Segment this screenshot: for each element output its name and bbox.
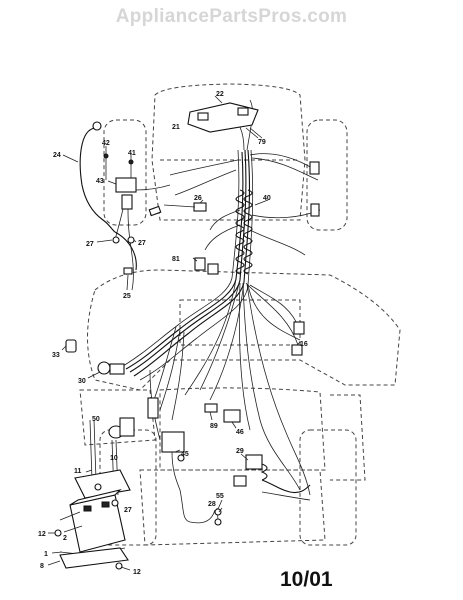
callout-27-right: 27 — [138, 240, 146, 247]
callout-26: 26 — [194, 195, 202, 202]
callout-30: 30 — [78, 378, 86, 385]
dash-assembly-22 — [187, 95, 263, 139]
left-switches — [65, 339, 125, 375]
callout-8: 8 — [40, 563, 44, 570]
callout-21: 21 — [172, 124, 180, 131]
callout-11: 11 — [74, 468, 82, 475]
lower-components — [108, 397, 241, 524]
main-harness — [122, 149, 311, 496]
callout-labels: 22 21 79 24 42 41 43 40 26 27 27 81 25 1… — [38, 91, 308, 576]
callout-46: 46 — [236, 429, 244, 436]
solenoid-assembly — [79, 121, 171, 291]
callout-81: 81 — [172, 256, 180, 263]
callout-40: 40 — [263, 195, 271, 202]
right-connectors — [291, 161, 320, 356]
seat-switch-29 — [233, 454, 311, 501]
coiled-harness-40 — [235, 189, 253, 275]
callout-29: 29 — [236, 448, 244, 455]
callout-22: 22 — [216, 91, 224, 98]
callout-2: 2 — [63, 535, 67, 542]
callout-89: 89 — [210, 423, 218, 430]
callout-79: 79 — [258, 139, 266, 146]
watermark: AppliancePartsPros.com — [115, 6, 348, 27]
leader-lines — [47, 146, 301, 571]
callout-25: 25 — [123, 293, 131, 300]
callout-33: 33 — [52, 352, 60, 359]
revision-date-code: 10/01 — [280, 568, 333, 591]
callout-28: 28 — [208, 501, 216, 508]
callout-10: 10 — [110, 455, 118, 462]
callout-27-lower: 27 — [124, 507, 132, 514]
callout-1: 1 — [44, 551, 48, 558]
callout-50: 50 — [92, 416, 100, 423]
callout-16: 16 — [300, 341, 308, 348]
callout-55: 55 — [216, 493, 224, 500]
callout-12-lower: 12 — [133, 569, 141, 576]
cables — [114, 231, 222, 526]
battery-area — [54, 419, 131, 570]
callout-42: 42 — [102, 140, 110, 147]
callout-12-upper: 12 — [38, 531, 46, 538]
callout-24: 24 — [53, 152, 61, 159]
callout-43: 43 — [96, 178, 104, 185]
callout-27-left: 27 — [86, 241, 94, 248]
callout-45: 45 — [181, 451, 189, 458]
mid-components — [148, 202, 219, 275]
callout-41: 41 — [128, 150, 136, 157]
